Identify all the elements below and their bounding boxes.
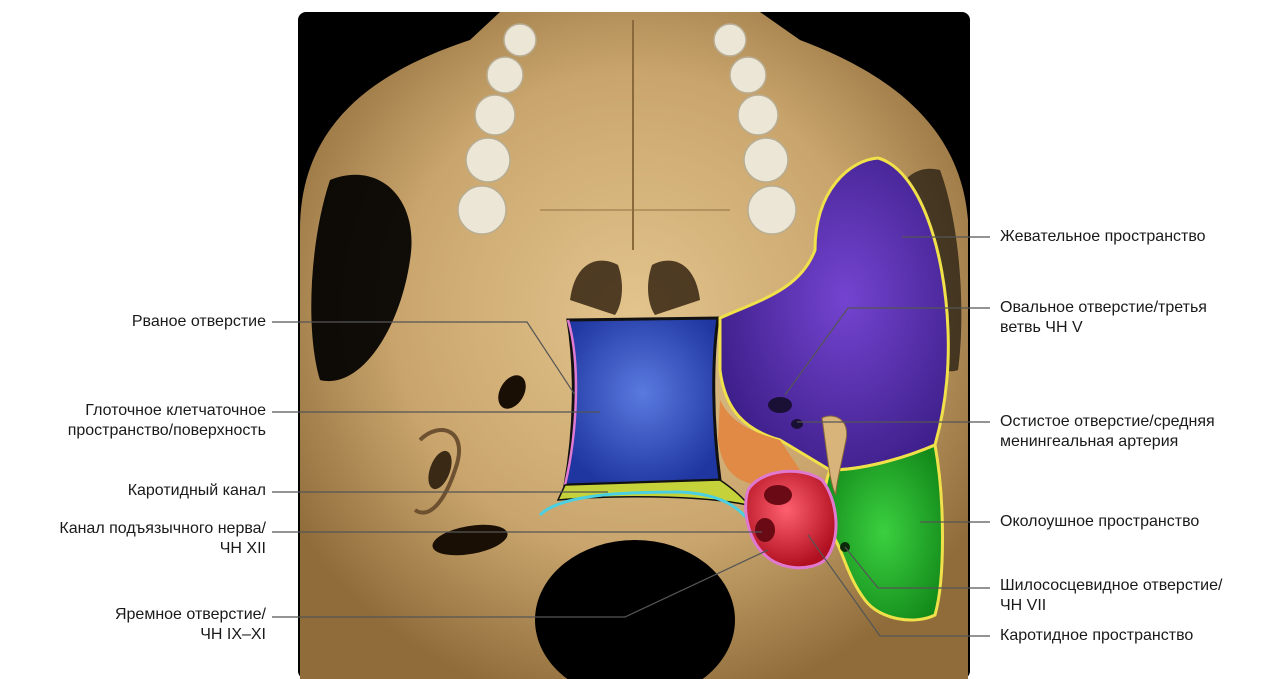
label-line: менингеальная артерия	[1000, 432, 1215, 452]
label-line: Околоушное пространство	[1000, 512, 1199, 532]
label-foramen-spinosum: Остистое отверстие/средняя менингеальная…	[1000, 412, 1215, 452]
label-line: Остистое отверстие/средняя	[1000, 412, 1215, 432]
label-jugular-foramen: Яремное отверстие/ ЧН IX–XI	[115, 605, 266, 645]
label-line: пространство/поверхность	[68, 421, 266, 441]
label-foramen-lacerum: Рваное отверстие	[132, 312, 266, 332]
label-stylomastoid-foramen: Шилососцевидное отверстие/ ЧН VII	[1000, 576, 1222, 616]
label-line: Шилососцевидное отверстие/	[1000, 576, 1222, 596]
label-carotid-canal: Каротидный канал	[128, 481, 266, 501]
label-parotid-space: Околоушное пространство	[1000, 512, 1199, 532]
label-line: Канал подъязычного нерва/	[59, 519, 266, 539]
label-carotid-space: Каротидное пространство	[1000, 626, 1193, 646]
pharyngeal-mucosal-space-region	[565, 318, 720, 485]
label-line: ЧН IX–XI	[115, 625, 266, 645]
label-line: Рваное отверстие	[132, 312, 266, 332]
label-line: Жевательное пространство	[1000, 227, 1206, 247]
label-line: ЧН VII	[1000, 596, 1222, 616]
label-line: ветвь ЧН V	[1000, 318, 1207, 338]
label-pharyngeal-mucosal-space: Глоточное клетчаточное пространство/пове…	[68, 401, 266, 441]
label-masticator-space: Жевательное пространство	[1000, 227, 1206, 247]
label-hypoglossal-canal: Канал подъязычного нерва/ ЧН XII	[59, 519, 266, 559]
label-line: Каротидное пространство	[1000, 626, 1193, 646]
label-line: Яремное отверстие/	[115, 605, 266, 625]
label-line: Глоточное клетчаточное	[68, 401, 266, 421]
label-line: Каротидный канал	[128, 481, 266, 501]
label-foramen-ovale: Овальное отверстие/третья ветвь ЧН V	[1000, 298, 1207, 338]
label-line: Овальное отверстие/третья	[1000, 298, 1207, 318]
label-line: ЧН XII	[59, 539, 266, 559]
